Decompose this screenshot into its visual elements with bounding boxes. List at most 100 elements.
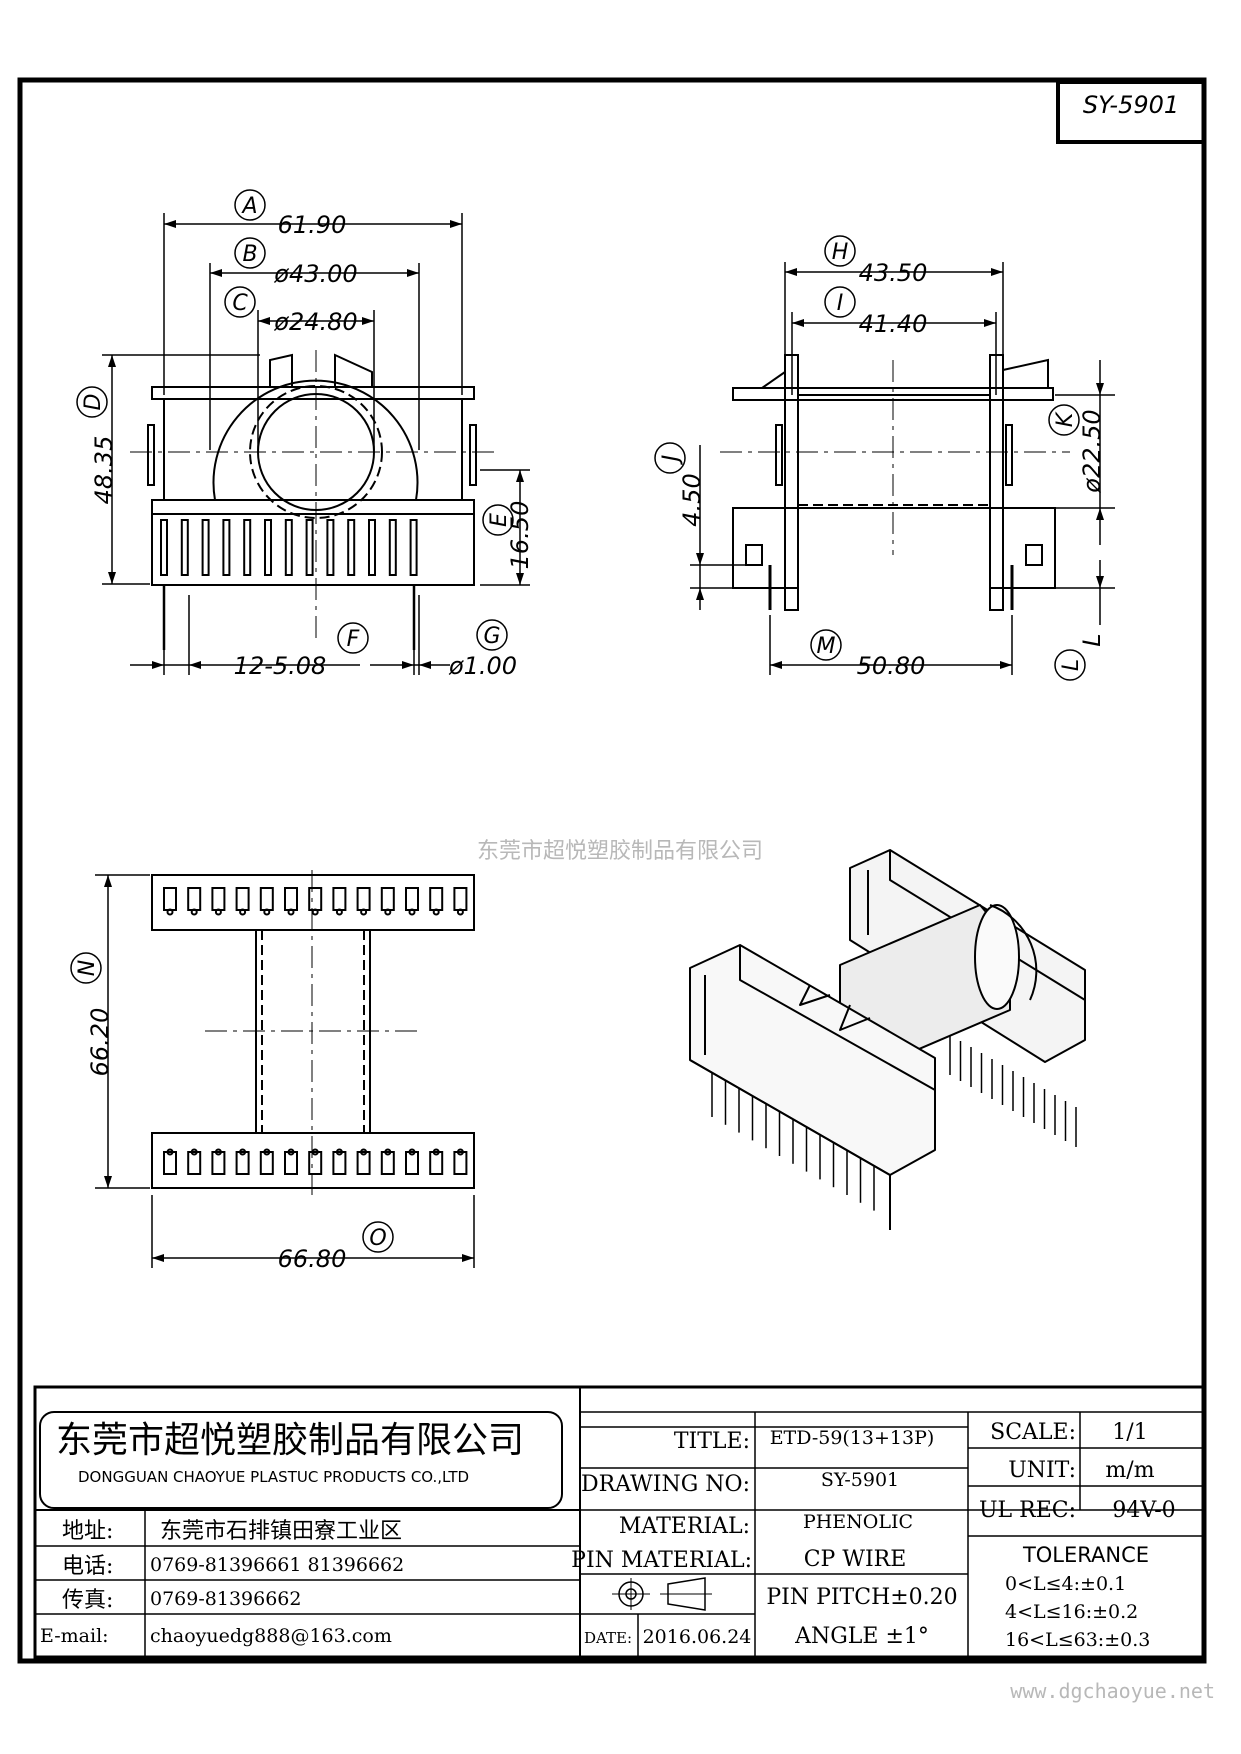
dim-a-tag: A	[240, 194, 257, 219]
title-block-text: 东莞市超悦塑胶制品有限公司 DONGGUAN CHAOYUE PLASTUC P…	[40, 1420, 1176, 1651]
phone: 0769-81396661 81396662	[150, 1554, 404, 1576]
isometric-view	[689, 849, 1086, 1230]
pin-pitch: PIN PITCH±0.20	[766, 1585, 957, 1610]
front-pin	[409, 519, 418, 576]
material-value: PHENOLIC	[803, 1511, 913, 1533]
bottom-row-hole	[263, 1148, 271, 1156]
bottom-row-pad	[163, 1151, 177, 1175]
front-pin	[222, 519, 231, 576]
ul-value: 94V-0	[1112, 1498, 1175, 1523]
part-code-box	[1056, 80, 1206, 144]
top-row-pad	[211, 887, 226, 911]
top-row-hole	[408, 908, 416, 916]
bottom-row-pad	[235, 1151, 250, 1175]
top-row-hole	[287, 908, 295, 916]
front-pin	[160, 519, 168, 576]
top-row-hole	[311, 908, 319, 916]
fax-label: 传真:	[62, 1588, 113, 1613]
dim-m-tag: M	[817, 634, 836, 659]
top-row-pad	[332, 887, 347, 911]
top-row-hole	[214, 908, 222, 916]
bottom-dim-arrows	[104, 875, 474, 1262]
bottom-row-pad	[356, 1151, 371, 1175]
top-row-pad	[453, 887, 468, 911]
dim-i-tag: I	[837, 291, 844, 316]
bottom-row-hole	[360, 1148, 368, 1156]
title-value: ETD-59(13+13P)	[770, 1427, 935, 1449]
sheet-border	[17, 77, 1207, 1664]
front-pin	[243, 519, 252, 576]
address: 东莞市石排镇田寮工业区	[160, 1519, 402, 1544]
drawing-no-label: DRAWING NO:	[581, 1472, 750, 1497]
fax: 0769-81396662	[150, 1588, 301, 1610]
front-pin	[368, 519, 376, 576]
front-dim-lines	[102, 213, 530, 675]
dim-k-value: ø22.50	[1078, 409, 1106, 493]
bottom-row-hole	[311, 1148, 319, 1156]
scale-value: 1/1	[1112, 1420, 1147, 1445]
top-row-pad	[429, 887, 444, 911]
website: www.dgchaoyue.net	[1010, 1679, 1215, 1703]
side-dim-arrows	[696, 268, 1104, 669]
unit-label: UNIT:	[1008, 1458, 1076, 1483]
top-row-pad	[187, 887, 202, 911]
top-row-pad	[284, 887, 298, 911]
dim-h-value: 43.50	[859, 259, 928, 287]
front-dim-arrows	[108, 220, 524, 669]
dim-d-tag: D	[81, 394, 106, 411]
bottom-row-pad	[259, 1151, 274, 1175]
tolerance-label: TOLERANCE	[1022, 1543, 1149, 1567]
unit-value: m/m	[1105, 1458, 1154, 1483]
bottom-row-pad	[211, 1151, 226, 1175]
dim-f-tag: F	[347, 627, 360, 652]
dim-n-value: 66.20	[86, 1008, 114, 1077]
bottom-row-pad	[187, 1151, 202, 1175]
bottom-row-pad	[453, 1151, 468, 1175]
bottom-row-pad	[429, 1151, 444, 1175]
dim-f-value: 12-5.08	[234, 652, 327, 680]
dim-c-value: ø24.80	[273, 308, 357, 336]
top-row-hole	[166, 908, 174, 916]
dim-j-tag: J	[659, 455, 684, 466]
side-view	[720, 354, 1070, 611]
front-pin	[305, 519, 314, 576]
dim-e-value: 16.50	[506, 501, 534, 570]
dim-k-tag: K	[1053, 411, 1078, 427]
dim-h-tag: H	[832, 240, 849, 265]
dim-g-value: ø1.00	[448, 652, 517, 680]
scale-label: SCALE:	[990, 1420, 1076, 1445]
bottom-row-hole	[166, 1148, 174, 1156]
front-pin	[180, 519, 189, 576]
date-label: DATE:	[584, 1629, 632, 1647]
top-row-pad	[163, 887, 177, 911]
material-label: MATERIAL:	[619, 1514, 750, 1539]
bottom-row-hole	[214, 1148, 222, 1156]
bottom-row-hole	[287, 1148, 295, 1156]
drawing-no-value: SY-5901	[821, 1469, 899, 1491]
date-value: 2016.06.24	[643, 1626, 752, 1648]
top-row-hole	[239, 908, 247, 916]
top-row-hole	[335, 908, 343, 916]
dim-o-tag: O	[369, 1226, 386, 1251]
front-pin	[284, 519, 293, 576]
top-row-hole	[360, 908, 368, 916]
dim-o-value: 66.80	[278, 1245, 347, 1273]
dim-n-tag: N	[75, 960, 100, 976]
pin-material-label: PIN MATERIAL:	[571, 1548, 752, 1573]
front-view	[130, 350, 500, 650]
bottom-row-hole	[408, 1148, 416, 1156]
dimension-labels: A 61.90 B ø43.00 C ø24.80 D 48.35 E 16.5…	[70, 189, 1106, 1273]
top-row-pad	[235, 887, 250, 911]
front-pin	[347, 519, 356, 576]
bottom-row-hole	[190, 1148, 198, 1156]
angle: ANGLE ±1°	[794, 1624, 929, 1649]
top-row-pad	[356, 887, 371, 911]
watermark: 东莞市超悦塑胶制品有限公司	[477, 839, 763, 864]
top-row-pad	[405, 887, 419, 911]
front-pin	[388, 519, 397, 576]
dim-b-value: ø43.00	[273, 260, 357, 288]
bottom-row-pad	[380, 1151, 395, 1175]
dim-j-value: 4.50	[678, 473, 706, 526]
bottom-dim-lines	[95, 874, 475, 1268]
bottom-row-hole	[384, 1148, 392, 1156]
